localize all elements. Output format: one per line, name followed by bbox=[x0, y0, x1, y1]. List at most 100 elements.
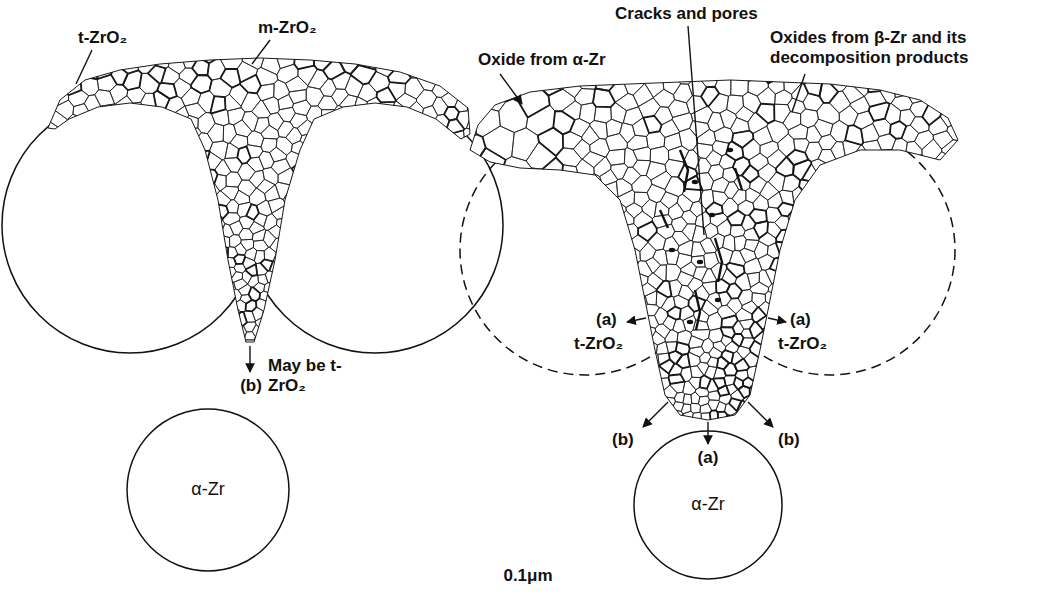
oxide-grain bbox=[290, 300, 299, 310]
oxide-grain bbox=[503, 307, 516, 321]
oxide-grain bbox=[564, 179, 581, 193]
oxide-grain bbox=[40, 249, 53, 261]
oxide-grain bbox=[56, 276, 72, 287]
oxide-grain bbox=[118, 208, 128, 224]
oxide-grain bbox=[539, 362, 551, 378]
oxide-grain bbox=[188, 218, 202, 232]
oxide-grain bbox=[52, 248, 65, 264]
oxide-grain bbox=[788, 124, 808, 139]
oxide-grain bbox=[305, 305, 318, 318]
oxide-grain bbox=[386, 300, 397, 310]
oxide-grain bbox=[125, 206, 139, 218]
oxide-grain bbox=[177, 201, 191, 212]
oxide-grain bbox=[271, 277, 282, 289]
oxide-grain bbox=[793, 250, 808, 266]
oxide-grain bbox=[816, 192, 831, 207]
oxide-grain bbox=[927, 310, 938, 325]
oxide-grain bbox=[933, 76, 950, 92]
oxide-grain bbox=[46, 46, 68, 66]
oxide-grain bbox=[463, 278, 474, 292]
oxide-grain bbox=[621, 361, 636, 372]
oxide-grain bbox=[417, 71, 438, 91]
oxide-grain bbox=[207, 123, 223, 142]
oxide-grain bbox=[362, 136, 375, 148]
oxide-grain bbox=[54, 174, 70, 193]
oxide-grain bbox=[70, 268, 83, 282]
oxide-grain bbox=[465, 332, 478, 345]
oxide-grain bbox=[76, 181, 92, 195]
oxide-grain bbox=[893, 248, 912, 263]
oxide-grain bbox=[136, 223, 149, 240]
oxide-grain bbox=[458, 188, 476, 204]
oxide-grain bbox=[727, 283, 742, 298]
oxide-grain bbox=[369, 290, 380, 305]
oxide-grain bbox=[278, 107, 296, 122]
oxide-grain bbox=[466, 221, 481, 235]
oxide-grain bbox=[909, 353, 921, 366]
oxide-grain bbox=[512, 128, 539, 161]
oxide-grain bbox=[253, 240, 268, 251]
oxide-grain bbox=[311, 265, 325, 279]
oxide-grain bbox=[477, 337, 490, 349]
oxide-grain bbox=[455, 154, 470, 167]
oxide-grain bbox=[198, 282, 210, 293]
oxide-grain bbox=[252, 100, 271, 118]
oxide-grain bbox=[61, 318, 70, 329]
oxide-grain bbox=[557, 384, 567, 394]
oxide-grain bbox=[328, 179, 342, 194]
oxide-grain bbox=[182, 322, 192, 331]
oxide-grain bbox=[172, 122, 187, 137]
oxide-grain bbox=[829, 391, 844, 401]
oxide-grain bbox=[495, 175, 513, 199]
oxide-grain bbox=[538, 244, 556, 259]
oxide-grain bbox=[570, 227, 586, 245]
oxide-grain bbox=[290, 310, 300, 318]
oxide-grain bbox=[882, 410, 893, 418]
oxide-grain bbox=[470, 249, 482, 261]
oxide-grain bbox=[634, 192, 649, 207]
oxide-grain bbox=[339, 318, 352, 330]
oxide-grain bbox=[658, 353, 670, 365]
oxide-grain bbox=[475, 259, 482, 271]
oxide-grain bbox=[440, 142, 454, 156]
oxide-grain bbox=[863, 377, 876, 389]
oxide-grain bbox=[469, 185, 482, 203]
oxide-grain bbox=[428, 195, 441, 211]
oxide-grain bbox=[921, 159, 940, 176]
oxide-grain bbox=[123, 327, 135, 340]
oxide-grain bbox=[292, 226, 305, 237]
oxide-grain bbox=[398, 184, 411, 199]
oxide-grain bbox=[496, 358, 508, 371]
oxide-grain bbox=[425, 246, 439, 258]
oxide-grain bbox=[44, 345, 54, 354]
oxide-grain bbox=[181, 88, 201, 106]
oxide-grain bbox=[274, 80, 290, 100]
oxide-grain bbox=[341, 247, 355, 263]
oxide-grain bbox=[464, 292, 476, 304]
oxide-grain bbox=[60, 283, 72, 294]
oxide-grain bbox=[313, 131, 330, 146]
oxide-grain bbox=[895, 321, 909, 336]
oxide-grain bbox=[456, 184, 471, 199]
oxide-grain bbox=[867, 334, 882, 349]
oxide-grain bbox=[392, 55, 408, 71]
oxide-grain bbox=[61, 339, 71, 349]
oxide-grain bbox=[92, 329, 103, 340]
oxide-grain bbox=[105, 337, 116, 348]
oxide-grain bbox=[276, 288, 287, 302]
oxide-grain bbox=[218, 298, 228, 310]
oxide-grain bbox=[449, 46, 466, 63]
oxide-grain bbox=[98, 272, 111, 282]
oxide-grain bbox=[298, 243, 310, 257]
oxide-grain bbox=[109, 327, 119, 337]
oxide-grain bbox=[147, 339, 159, 347]
oxide-grain bbox=[882, 313, 897, 327]
oxide-grain bbox=[205, 257, 220, 268]
oxide-grain bbox=[358, 147, 377, 163]
oxide-grain bbox=[585, 201, 601, 219]
oxide-grain bbox=[925, 366, 939, 380]
oxide-grain bbox=[93, 251, 105, 265]
oxide-grain bbox=[110, 151, 126, 166]
oxide-grain bbox=[170, 251, 182, 264]
oxide-grain bbox=[215, 46, 236, 59]
